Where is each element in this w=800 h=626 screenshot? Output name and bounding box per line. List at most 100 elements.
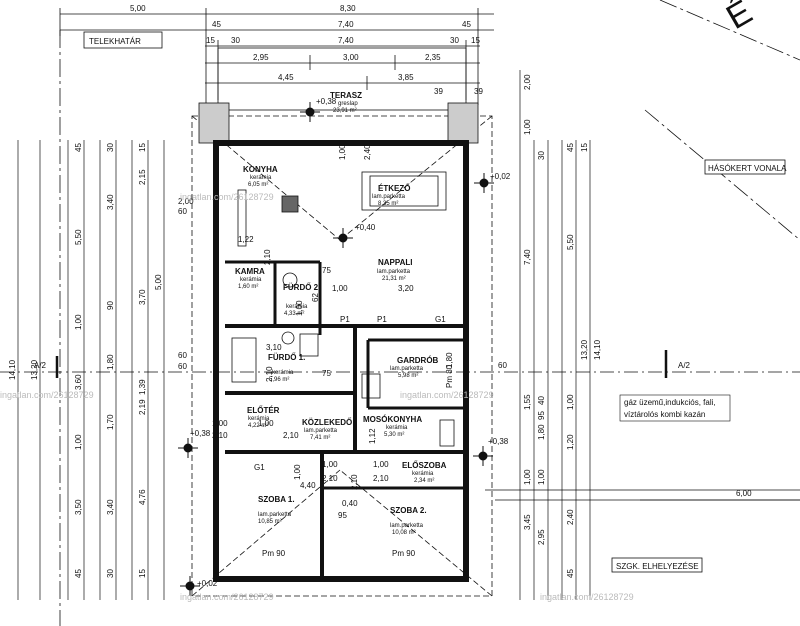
gas-note-box	[619, 394, 731, 422]
svg-text:1,00: 1,00	[258, 419, 274, 428]
svg-text:2,40: 2,40	[566, 509, 575, 525]
svg-text:FÜRDŐ 2.: FÜRDŐ 2.	[283, 283, 320, 292]
svg-text:1,22: 1,22	[238, 235, 254, 244]
svg-text:KONYHA: KONYHA	[243, 165, 278, 174]
svg-text:3,60: 3,60	[74, 374, 83, 390]
telekhatar-box	[83, 31, 163, 49]
room-etkezo: ÉTKEZŐ lam.parketta 8,35 m²	[372, 184, 410, 207]
room-konyha: KONYHA kerámia 6,05 m²	[243, 165, 278, 188]
dim-row5-a: 4,45	[278, 73, 294, 82]
svg-text:15: 15	[580, 143, 589, 152]
svg-text:kerámia: kerámia	[286, 304, 308, 310]
svg-text:75: 75	[322, 369, 331, 378]
svg-text:NAPPALI: NAPPALI	[378, 258, 413, 267]
svg-text:1,12: 1,12	[368, 428, 377, 444]
svg-text:5,50: 5,50	[566, 234, 575, 250]
gas-note-line2: víztárolós kombi kazán	[624, 410, 705, 419]
dim-row3-b: 30	[231, 36, 240, 45]
svg-text:kerámia: kerámia	[248, 416, 270, 422]
svg-text:21,31 m²: 21,31 m²	[382, 276, 406, 282]
svg-text:5,30 m²: 5,30 m²	[384, 432, 404, 438]
svg-text:KAMRA: KAMRA	[235, 267, 265, 276]
svg-text:45: 45	[74, 143, 83, 152]
svg-text:2,10: 2,10	[283, 431, 299, 440]
svg-text:23,91 m²: 23,91 m²	[333, 108, 357, 114]
dim-row4-c: 2,35	[425, 53, 441, 62]
svg-text:2,00: 2,00	[523, 74, 532, 90]
svg-text:15: 15	[138, 143, 147, 152]
room-mosokonyha: MOSÓKONYHA kerámia 5,30 m²	[363, 415, 422, 438]
svg-text:5,50: 5,50	[74, 229, 83, 245]
svg-text:1,80: 1,80	[106, 354, 115, 370]
north-arrow-label: É	[720, 0, 759, 37]
level-markers	[178, 102, 494, 596]
svg-text:greslap: greslap	[338, 101, 358, 107]
svg-text:Pm 80: Pm 80	[445, 364, 454, 388]
svg-text:lam.parketta: lam.parketta	[377, 269, 411, 275]
svg-text:10,85 m²: 10,85 m²	[258, 519, 282, 525]
watermark-1: ingatlan.com/26128729	[180, 192, 274, 202]
svg-text:1,70: 1,70	[106, 414, 115, 430]
svg-text:95: 95	[338, 511, 347, 520]
svg-text:7,41 m²: 7,41 m²	[310, 435, 330, 441]
svg-text:30: 30	[106, 143, 115, 152]
svg-text:1,00: 1,00	[373, 460, 389, 469]
svg-text:1,80: 1,80	[445, 352, 454, 368]
svg-text:2,34 m²: 2,34 m²	[414, 478, 434, 484]
level-living: +0,40	[355, 223, 376, 232]
room-szoba1: SZOBA 1. lam.parketta 10,85 m²	[258, 495, 295, 525]
svg-text:14,10: 14,10	[8, 359, 17, 380]
szgk-box	[611, 557, 703, 573]
svg-text:G1: G1	[435, 315, 446, 324]
furniture	[231, 171, 455, 447]
svg-text:3,10: 3,10	[266, 343, 282, 352]
level-entry: +0,38	[190, 429, 211, 438]
a2-right-label: A/2	[678, 361, 691, 370]
svg-text:39: 39	[474, 87, 483, 96]
svg-text:P1: P1	[377, 315, 387, 324]
svg-text:2,40: 2,40	[363, 144, 372, 160]
svg-text:1,00: 1,00	[338, 144, 347, 160]
svg-text:MOSÓKONYHA: MOSÓKONYHA	[363, 415, 422, 424]
svg-text:4,40: 4,40	[300, 481, 316, 490]
svg-text:FÜRDŐ 1.: FÜRDŐ 1.	[268, 353, 305, 362]
svg-text:6,05 m²: 6,05 m²	[248, 182, 268, 188]
svg-text:kerámia: kerámia	[386, 425, 408, 431]
dim-row3-c: 7,40	[338, 36, 354, 45]
svg-text:lam.parketta: lam.parketta	[390, 366, 424, 372]
svg-text:KÖZLEKEDŐ: KÖZLEKEDŐ	[302, 418, 352, 427]
svg-text:60: 60	[178, 351, 187, 360]
svg-text:4,22 m²: 4,22 m²	[248, 423, 268, 429]
room-nappali: NAPPALI lam.parketta 21,31 m²	[377, 258, 413, 282]
svg-text:kerámia: kerámia	[240, 277, 262, 283]
dim-row2-a: 45	[212, 20, 221, 29]
svg-text:0,40: 0,40	[342, 499, 358, 508]
watermark-2: ingatlan.com/26128729	[0, 390, 94, 400]
svg-text:8,35 m²: 8,35 m²	[378, 201, 398, 207]
room-eloszoba: ELŐSZOBA kerámia 2,34 m²	[402, 461, 447, 484]
left-dimension-lines	[17, 140, 165, 600]
svg-text:5,98 m²: 5,98 m²	[398, 373, 418, 379]
svg-text:39: 39	[434, 87, 443, 96]
svg-text:4,76: 4,76	[138, 489, 147, 505]
svg-text:ÉTKEZŐ: ÉTKEZŐ	[378, 184, 410, 193]
hasokert-box	[704, 159, 786, 175]
svg-text:3,40: 3,40	[106, 499, 115, 515]
svg-text:2,10: 2,10	[212, 431, 228, 440]
svg-text:2,19: 2,19	[138, 399, 147, 415]
level-terrace: +0,38	[316, 97, 337, 106]
svg-text:1,39: 1,39	[138, 379, 147, 395]
dim-top-left: 5,00	[130, 4, 146, 13]
svg-text:3,70: 3,70	[138, 289, 147, 305]
room-gardrob: GARDRÓB lam.parketta 5,98 m²	[390, 356, 439, 379]
svg-text:13,20: 13,20	[580, 339, 589, 360]
svg-text:15: 15	[138, 569, 147, 578]
room-terasz: TERASZ greslap 23,91 m²	[330, 91, 362, 114]
svg-text:kerámia: kerámia	[250, 175, 272, 181]
room-eloter: ELŐTÉR kerámia 4,22 m²	[247, 406, 280, 429]
level-side: +0,38	[488, 437, 509, 446]
svg-text:2,00: 2,00	[178, 197, 194, 206]
svg-text:60: 60	[178, 207, 187, 216]
svg-text:1,00: 1,00	[523, 119, 532, 135]
